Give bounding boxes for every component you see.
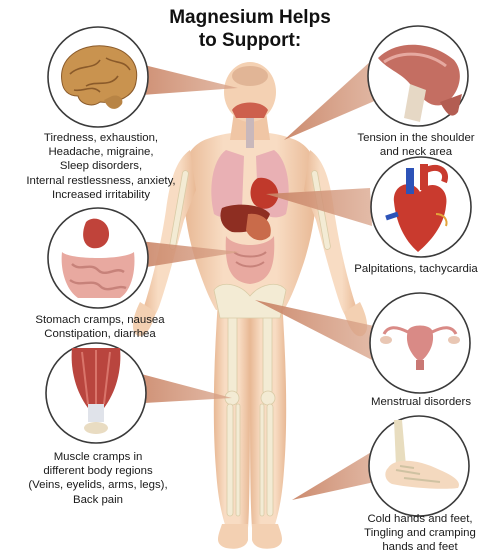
stomach-intestine-icon xyxy=(47,207,149,309)
digestive-caption: Stomach cramps, nausea Constipation, dia… xyxy=(35,314,165,341)
foot-bones-icon xyxy=(368,415,470,517)
muscle-caption: Muscle cramps in different body regions … xyxy=(28,451,168,506)
shoulder-caption: Tension in the shoulder and neck area xyxy=(357,132,475,159)
brain-icon xyxy=(47,26,149,128)
title-line-1: Magnesium Helps xyxy=(169,7,331,28)
leg-bones xyxy=(169,170,331,517)
diagram-title: Magnesium Helps to Support: xyxy=(100,6,400,52)
internal-organs xyxy=(211,102,289,284)
leg-muscle-icon xyxy=(45,342,147,444)
foot-caption: Cold hands and feet, Tingling and crampi… xyxy=(364,513,476,554)
pointer-beams xyxy=(126,60,386,500)
title-line-2: to Support: xyxy=(198,30,302,51)
brain-caption: Tiredness, exhaustion, Headache, migrain… xyxy=(26,132,176,201)
uterus-caption: Menstrual disorders xyxy=(370,396,472,408)
shoulder-muscle-icon xyxy=(367,25,469,127)
heart-caption: Palpitations, tachycardia xyxy=(354,263,478,275)
heart-icon xyxy=(370,156,472,258)
uterus-icon xyxy=(369,292,471,394)
